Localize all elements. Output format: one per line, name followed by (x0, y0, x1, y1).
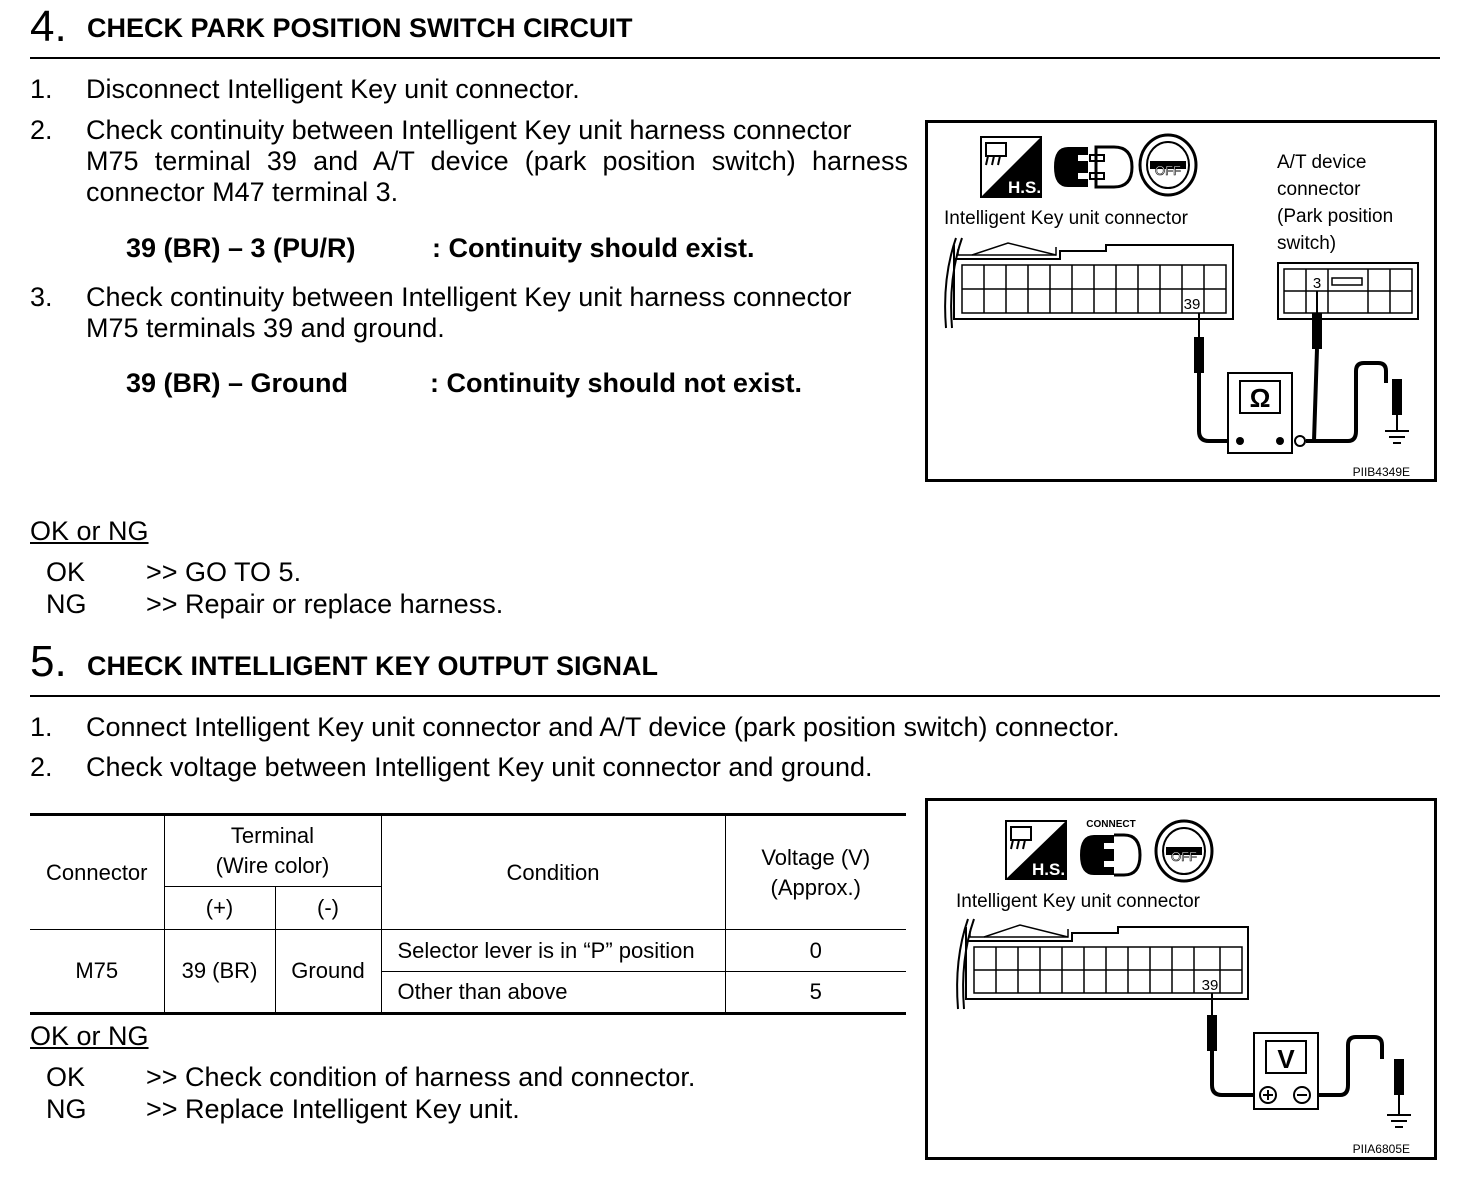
cell-minus: Ground (275, 929, 382, 1014)
th-terminal-line1: Terminal (230, 823, 315, 848)
step5-ok-label: OK (46, 1062, 86, 1092)
ik-connector-label: Intelligent Key unit connector (944, 208, 1189, 229)
ik-unit-connector: 39 (944, 237, 1234, 329)
step4-item1-text: Disconnect Intelligent Key unit connecto… (86, 74, 580, 104)
cell-connector: M75 (30, 929, 165, 1014)
step5-ng-label: NG (46, 1094, 87, 1124)
th-minus: (-) (275, 886, 382, 930)
connect-label: CONNECT (1086, 819, 1135, 830)
step5-item2-num: 2. (30, 752, 53, 782)
voltage-spec-table: Connector Terminal (Wire color) Conditio… (30, 813, 906, 1015)
step4-item2-num: 2. (30, 115, 53, 145)
step4-ng-text: >> Repair or replace harness. (146, 589, 504, 619)
cell-voltage-1: 0 (725, 929, 906, 972)
ignition-off-icon: OFF (1154, 819, 1214, 883)
cell-voltage-2: 5 (809, 979, 822, 1004)
step4-divider (30, 57, 1440, 59)
step4-spec1-right: : Continuity should exist. (432, 233, 755, 263)
step4-item3-line1: Check continuity between Intelligent Key… (86, 282, 852, 312)
th-connector: Connector (30, 814, 165, 930)
figure1-code: PIIB4349E (1353, 465, 1410, 479)
terminal-39-label: 39 (1202, 977, 1219, 994)
step4-spec2-right: : Continuity should not exist. (430, 368, 802, 398)
step4-item2-line3: connector M47 terminal 3. (86, 177, 399, 207)
cell-plus: 39 (BR) (164, 929, 276, 1014)
th-terminal: Terminal (Wire color) (164, 814, 382, 887)
hs-label: H.S. (1032, 860, 1065, 879)
th-condition: Condition (381, 814, 726, 930)
cell-condition-1: Selector lever is in “P” position (381, 929, 726, 972)
th-voltage: Voltage (V) (Approx.) (725, 815, 906, 930)
step5-okng-title: OK or NG (30, 1021, 149, 1051)
continuity-check-figure: H.S. OFF Intelligent Key unit connector … (925, 120, 1437, 482)
th-voltage-line1: Voltage (V) (761, 844, 871, 870)
at-device-label-2: connector (1277, 179, 1361, 200)
at-device-label-4: switch) (1277, 233, 1336, 254)
hs-icon: H.S. (1005, 820, 1067, 880)
off-label: OFF (1155, 163, 1181, 178)
off-label: OFF (1171, 849, 1197, 864)
step4-ok-text: >> GO TO 5. (146, 557, 302, 587)
step5-ok-text: >> Check condition of harness and connec… (146, 1062, 696, 1092)
th-terminal-line2: (Wire color) (215, 853, 330, 878)
ohm-symbol: Ω (1250, 383, 1271, 413)
step5-title: CHECK INTELLIGENT KEY OUTPUT SIGNAL (87, 651, 659, 681)
cell-condition-2: Other than above (381, 971, 726, 1014)
disconnect-connector-icon (1054, 145, 1134, 189)
step5-item1-text: Connect Intelligent Key unit connector a… (86, 712, 1120, 742)
step4-item3-num: 3. (30, 282, 53, 312)
ohmmeter-wiring (1194, 291, 1409, 444)
step4-item3-line2: M75 terminals 39 and ground. (86, 313, 445, 343)
voltmeter-icon: V (1253, 1032, 1319, 1110)
step4-ng-label: NG (46, 589, 87, 619)
figure2-code: PIIA6805E (1353, 1142, 1410, 1156)
at-device-connector: 3 (1277, 262, 1419, 320)
step4-number: 4. (30, 2, 67, 51)
step4-okng-title: OK or NG (30, 516, 149, 546)
step5-divider (30, 695, 1440, 697)
step4-spec1-left: 39 (BR) – 3 (PU/R) (126, 233, 356, 263)
at-device-label-1: A/T device (1277, 152, 1366, 173)
step5-ng-text: >> Replace Intelligent Key unit. (146, 1094, 520, 1124)
terminal-3-label: 3 (1313, 275, 1321, 292)
ohmmeter-icon: Ω (1227, 372, 1306, 454)
at-device-label-3: (Park position (1277, 206, 1393, 227)
step5-number: 5. (30, 637, 67, 686)
step4-item1-num: 1. (30, 74, 53, 104)
th-plus: (+) (164, 886, 276, 930)
step4-spec2-left: 39 (BR) – Ground (126, 368, 349, 398)
ignition-off-icon: OFF (1138, 133, 1198, 197)
hs-label: H.S. (1008, 178, 1041, 197)
step4-item2-line1: Check continuity between Intelligent Key… (86, 115, 852, 145)
hs-icon: H.S. (980, 136, 1042, 198)
step4-title: CHECK PARK POSITION SWITCH CIRCUIT (87, 13, 633, 43)
ik-connector-label: Intelligent Key unit connector (956, 891, 1201, 912)
step5-item1-num: 1. (30, 712, 53, 742)
volt-symbol: V (1277, 1044, 1295, 1074)
voltage-check-figure: H.S. CONNECT OFF Intelligent Key unit co… (925, 798, 1437, 1160)
step5-item2-text: Check voltage between Intelligent Key un… (86, 752, 873, 782)
ik-unit-connector: 39 (956, 918, 1249, 1010)
step4-ok-label: OK (46, 557, 86, 587)
th-voltage-line2: (Approx.) (770, 874, 861, 900)
step4-item2-line2: M75 terminal 39 and A/T device (park pos… (86, 146, 908, 176)
connect-connector-icon: CONNECT (1080, 819, 1142, 877)
terminal-39-label: 39 (1184, 296, 1201, 313)
voltmeter-wiring (1207, 993, 1411, 1128)
